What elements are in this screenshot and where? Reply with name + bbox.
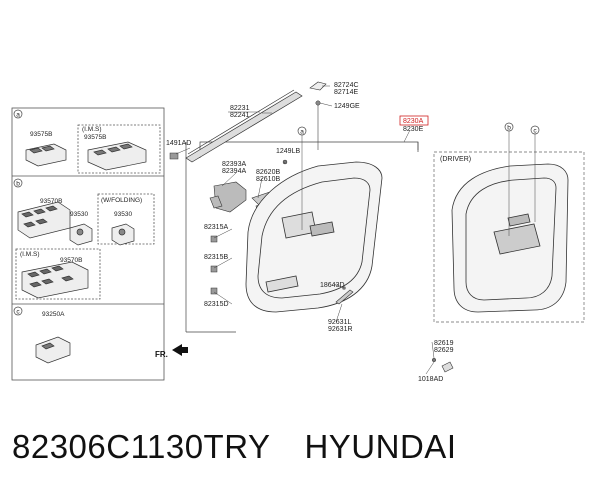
clip-1018ad — [431, 357, 437, 363]
label-82619: 82619 — [434, 340, 454, 347]
inset-c-label-1: 93250A — [42, 311, 65, 318]
label-1491ad: 1491AD — [166, 140, 191, 147]
label-82315b: 82315B — [204, 254, 228, 261]
inset-b-label-3: 93530 — [114, 211, 132, 218]
label-92631r: 92631R — [328, 326, 353, 333]
inset-b-folding: (W/FOLDING) — [101, 197, 142, 204]
label-82241: 82241 — [230, 112, 250, 119]
switch-b-master — [17, 201, 71, 239]
screw-1249ge — [315, 100, 321, 150]
callout-a-text: a — [16, 112, 20, 119]
belt-moulding — [185, 89, 303, 163]
svg-text:b: b — [507, 125, 511, 132]
door-trim-panel — [245, 161, 383, 313]
switch-a-single — [25, 143, 67, 167]
main-callout-c: c — [530, 125, 540, 222]
label-8230a: 8230A — [403, 118, 424, 125]
label-1249lb: 1249LB — [276, 148, 300, 155]
callout-c-marker: c — [13, 306, 23, 316]
inset-a-label-2: 93575B — [84, 134, 106, 141]
clip-82315b — [210, 265, 218, 273]
inset-b-label-4: 93570B — [60, 257, 82, 264]
inset-b-label-1: 93570B — [40, 198, 62, 205]
cap-82619 — [441, 361, 454, 373]
part-number: 82306C1130TRY — [12, 428, 271, 465]
clip-82315d — [210, 287, 218, 295]
inset-a-label-1: 93575B — [30, 131, 52, 138]
main-callout-a: a — [297, 126, 307, 230]
label-82315d: 82315D — [204, 301, 229, 308]
label-82724c: 82724C — [334, 82, 359, 89]
front-direction-arrow: FR. — [155, 344, 188, 359]
label-82393a: 82393A — [222, 161, 246, 168]
label-82629: 82629 — [434, 347, 454, 354]
driver-door-panel — [451, 163, 569, 313]
label-82620b: 82620B — [256, 169, 280, 176]
inset-b-label-2: 93530 — [70, 211, 88, 218]
inset-a-ims: (I.M.S) — [82, 126, 102, 133]
label-1249ge: 1249GE — [334, 103, 360, 110]
label-82394a: 82394A — [222, 168, 246, 175]
label-1018ad: 1018AD — [418, 376, 443, 383]
lamp-92631 — [335, 289, 354, 305]
driver-label: (DRIVER) — [440, 156, 471, 163]
front-label: FR. — [155, 350, 168, 359]
cover-82724c — [309, 81, 327, 91]
inset-panel — [11, 107, 165, 381]
clip-1491ad — [169, 152, 179, 160]
switch-b-ims — [21, 261, 89, 299]
main-callout-b: b — [504, 122, 514, 236]
svg-text:a: a — [300, 129, 304, 136]
switch-b-mirror — [69, 223, 93, 246]
label-18643d: 18643D — [320, 282, 345, 289]
label-82610b: 82610B — [256, 176, 280, 183]
switch-a-ims — [87, 141, 147, 171]
label-82315a: 82315A — [204, 224, 228, 231]
label-8230e: 8230E — [403, 126, 424, 133]
inset-b-ims: (I.M.S) — [20, 251, 40, 258]
leader-lines — [175, 85, 435, 375]
highlight-box — [399, 115, 429, 126]
label-82714e: 82714E — [334, 89, 358, 96]
callout-c-text: c — [16, 309, 20, 316]
brand-name: HYUNDAI — [304, 428, 457, 465]
switch-c-passenger — [35, 336, 71, 364]
inside-handle-82393a — [209, 181, 247, 213]
label-92631l: 92631L — [328, 319, 351, 326]
label-82231: 82231 — [230, 105, 250, 112]
svg-text:c: c — [533, 128, 537, 135]
callout-b-marker: b — [13, 178, 23, 188]
switch-b-folding — [111, 223, 135, 246]
clip-82315a — [210, 235, 218, 243]
callout-b-text: b — [16, 181, 20, 188]
callout-a-marker: a — [13, 109, 23, 119]
footer-caption: 82306C1130TRY HYUNDAI — [12, 428, 457, 466]
